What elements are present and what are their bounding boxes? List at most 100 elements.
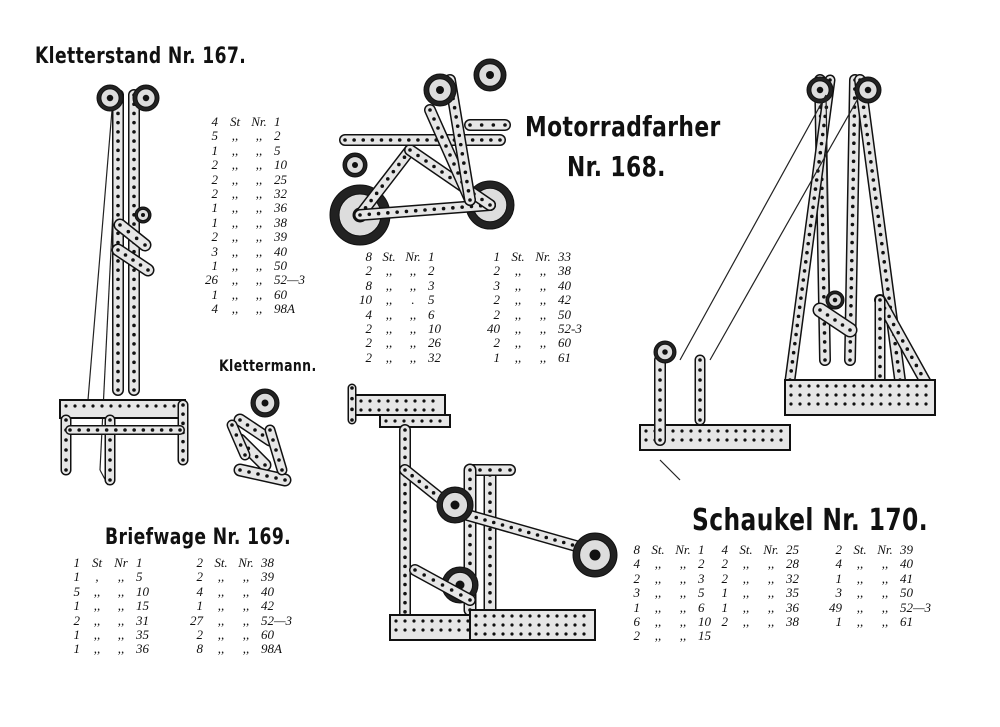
hole <box>116 277 120 282</box>
hole <box>875 205 879 210</box>
hole <box>821 258 826 263</box>
hole <box>811 205 815 210</box>
hole <box>430 619 434 623</box>
hole <box>132 185 136 189</box>
part-quantity: 1 <box>721 599 729 615</box>
hole <box>798 384 802 388</box>
hole <box>789 402 793 406</box>
number-label: Nr. <box>877 542 893 557</box>
hole <box>403 510 407 514</box>
hole <box>849 267 854 272</box>
part-number: 39 <box>261 569 274 585</box>
hole <box>132 351 136 355</box>
hole <box>876 214 880 219</box>
parts-row: 1,,,,5 <box>198 142 322 158</box>
hole <box>582 632 586 636</box>
number-label: ,, <box>255 142 263 158</box>
hole <box>850 231 855 236</box>
hole <box>852 123 856 127</box>
hole <box>561 540 566 545</box>
number-label: Nr. <box>251 114 267 129</box>
unit-label: ,, <box>231 128 239 144</box>
unit-label: St <box>229 114 241 129</box>
hole <box>159 428 164 432</box>
part-quantity: 2 <box>493 263 501 279</box>
part-number: 6 <box>698 599 705 615</box>
hole <box>86 428 91 432</box>
hole <box>807 384 811 388</box>
parts-row: 27,,,,52—3 <box>183 613 309 628</box>
unit-label: ,, <box>93 612 101 628</box>
hole <box>488 536 492 541</box>
hole <box>864 123 868 128</box>
hole <box>501 632 505 636</box>
parts-row: 3,,,,50 <box>822 585 942 600</box>
part-quantity: 2 <box>365 320 373 336</box>
hole <box>234 433 239 437</box>
hole <box>501 623 505 627</box>
parts-row: 3,,,,5 <box>624 585 726 601</box>
motorradfahrer-illustration <box>329 58 515 246</box>
hole <box>906 393 910 397</box>
parts-row: 40,,,,52-3 <box>480 321 596 336</box>
hole <box>271 438 275 442</box>
strip <box>115 220 150 250</box>
hole <box>887 296 891 300</box>
hole <box>448 628 452 632</box>
hole <box>491 123 496 127</box>
hole <box>848 340 853 344</box>
hole <box>116 286 120 291</box>
hole <box>807 402 811 406</box>
number-label: ,, <box>242 598 250 614</box>
hole <box>377 399 381 403</box>
hole <box>458 142 463 147</box>
number-label: ,, <box>409 320 417 336</box>
hole <box>851 150 856 155</box>
hole <box>108 438 112 442</box>
part-quantity: 1 <box>73 569 81 585</box>
number-label: ,, <box>255 229 263 245</box>
hole <box>132 296 136 300</box>
hole <box>537 614 541 618</box>
parts-row: 2,,,,32 <box>712 571 810 586</box>
hole <box>109 404 113 408</box>
unit-label: ,, <box>654 585 662 601</box>
hole <box>725 429 729 433</box>
number-label: ,, <box>539 335 547 351</box>
hole <box>116 369 120 374</box>
number-label: ,, <box>409 306 417 322</box>
number-label: Nr. <box>763 542 779 557</box>
parts-row: 2,,,,10 <box>198 157 322 172</box>
hole <box>100 404 104 408</box>
part-number: 35 <box>786 585 799 601</box>
number-label: ,, <box>409 349 417 365</box>
hole <box>116 342 120 346</box>
hole <box>388 138 393 142</box>
hole <box>503 123 507 127</box>
hole <box>283 478 287 482</box>
hole <box>394 628 398 632</box>
hole <box>132 314 136 319</box>
hole <box>132 139 136 143</box>
unit-label: St. <box>382 249 396 264</box>
part-number: 25 <box>786 542 799 557</box>
hole <box>116 259 120 263</box>
hole <box>402 419 406 423</box>
hole <box>483 632 487 636</box>
part-number: 61 <box>558 349 571 365</box>
hole <box>116 176 120 180</box>
hole <box>489 138 493 142</box>
part-quantity: 1 <box>73 641 81 657</box>
hole <box>849 258 854 263</box>
hole <box>403 528 407 532</box>
hole <box>570 543 575 547</box>
hole <box>821 285 826 290</box>
hole <box>403 468 407 472</box>
hole <box>82 404 86 408</box>
part-number: 38 <box>261 555 274 570</box>
parts-row: 1,,,,15 <box>60 598 174 613</box>
number-label: ,, <box>539 277 547 293</box>
